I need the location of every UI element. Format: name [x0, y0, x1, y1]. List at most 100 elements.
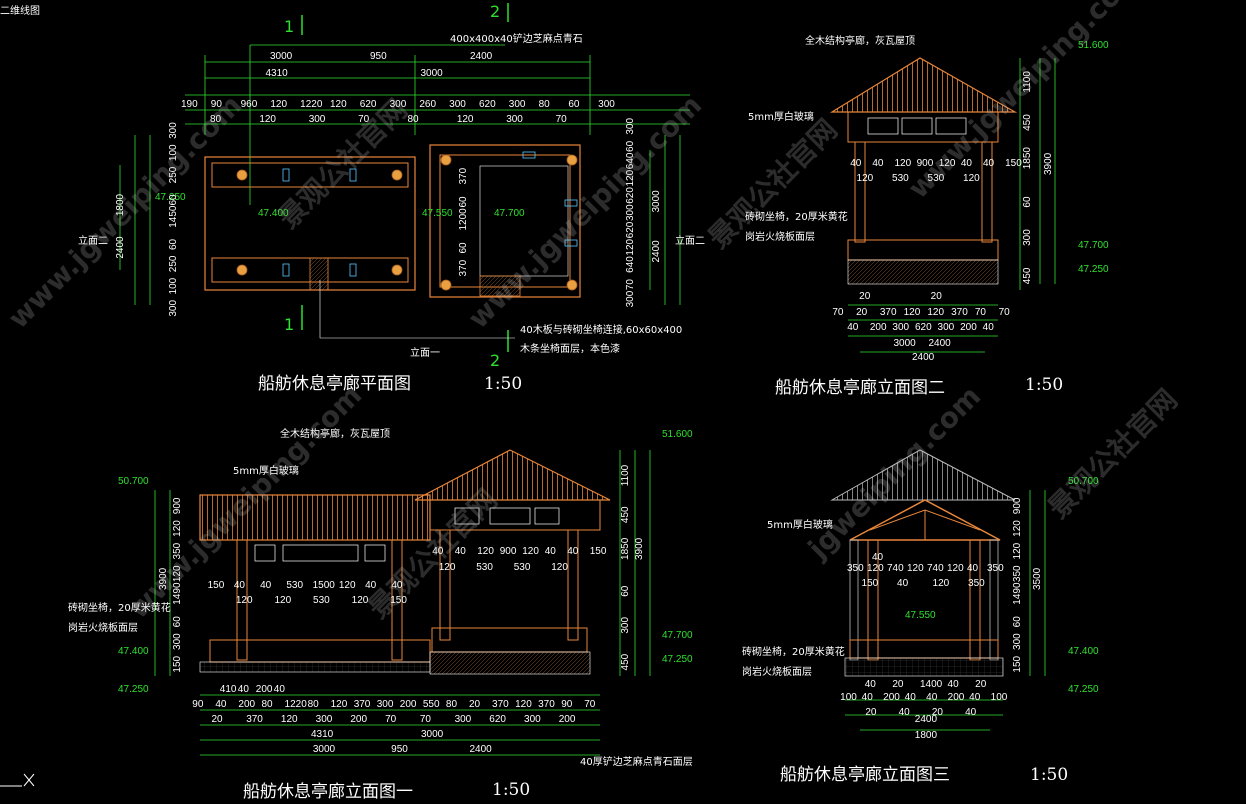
plan-dim-left: 100 [168, 277, 179, 294]
elev2-dim-h5: 200 [960, 322, 977, 333]
plan-dim-top3: 620 [479, 99, 496, 110]
elev3-dim-h4: 20 [892, 679, 904, 690]
elev1-dim-b3: 200 [559, 714, 576, 725]
plan-note-bench: 40木板与砖砌坐椅连接,60x60x400 [520, 323, 682, 336]
elev2-note-bench-2: 岗岩火烧板面层 [745, 230, 815, 243]
elev3-dim-h6: 40 [899, 707, 911, 718]
elev1-dim-b2: 550 [423, 699, 440, 710]
plan-dim-top3: 120 [330, 99, 347, 110]
column [566, 154, 578, 166]
plan-dim-top1: 3000 [270, 51, 293, 62]
elev1-dim-lv: 300 [172, 633, 183, 650]
elev1-level-l2: 47.250 [118, 684, 149, 695]
plan-dim-left: 60 [168, 194, 179, 206]
plan-note-stone: 400x400x40铲边芝麻点青石 [450, 32, 583, 45]
elev2-dim-h4: 120 [904, 307, 921, 318]
plan-dim-left: 300 [168, 122, 179, 139]
elev2-dim-h1: 40 [872, 158, 884, 169]
elev1-dim-b3: 20 [211, 714, 223, 725]
elev1-dim-lv: 900 [172, 497, 183, 514]
column [236, 169, 248, 181]
elev1-dim-b3: 370 [246, 714, 263, 725]
plan-bench-north [211, 162, 409, 188]
column [566, 279, 578, 291]
elev3-dim-h2: 740 [927, 563, 944, 574]
plan-dim-inner: 1200 [458, 208, 469, 231]
elev1-dim-b3: 300 [455, 714, 472, 725]
elev1-dim-mid2: 150 [390, 595, 407, 606]
elev1-dim-lv: 120 [172, 565, 183, 582]
elev3-note-bench: 砖砌坐椅，20厚米黄花 [742, 645, 845, 658]
elev1-dim-top: 40 [432, 546, 444, 557]
elev1-note-glass: 5mm厚白玻璃 [233, 464, 299, 477]
elev3-level-top: 50.700 [1068, 476, 1099, 487]
plan-pavilion-outline [429, 144, 581, 298]
elev1-title: 船舫休息亭廊立面图一 [243, 782, 413, 802]
plan-dim-right2: 2400 [651, 240, 662, 263]
column [236, 264, 248, 276]
plan-dim-left: 250 [168, 166, 179, 183]
elev3-dim-h2: 40 [967, 563, 979, 574]
elev3-dim-h5: 200 [883, 692, 900, 703]
elev3-dim-v: 120 [1012, 542, 1023, 559]
plan-dim-inner: 370 [458, 259, 469, 276]
elev2-bench [847, 239, 999, 261]
elev3-base [844, 657, 1004, 677]
elev1-dim-mid: 40 [260, 580, 272, 591]
elev3-level-r2: 47.250 [1068, 684, 1099, 695]
elev2-dim-h1: 40 [961, 158, 973, 169]
elev1-dim-top: 40 [455, 546, 467, 557]
elev1-pavilion-base [429, 651, 591, 675]
plan-dim-top4: 80 [210, 114, 222, 125]
elev3-dim-h4: 1400 [920, 679, 943, 690]
plan-dim-top3: 300 [509, 99, 526, 110]
elev3-dim-h7: 2400 [915, 714, 938, 725]
plan-dim-top4: 70 [556, 114, 568, 125]
plan-dim-left: 100 [168, 144, 179, 161]
plan-dim-top3: 260 [419, 99, 436, 110]
elev2-note-bench: 砖砌坐椅，20厚米黄花 [745, 210, 848, 223]
elev1-note-bench-2: 岗岩火烧板面层 [68, 621, 138, 634]
plan-dim-right: 640 [625, 152, 636, 169]
elev1-dim-top: 900 [500, 546, 517, 557]
elev3-dim-v: 120 [1012, 520, 1023, 537]
elev1-dim-rv: 1100 [620, 464, 631, 486]
plan-axis-2-top: 2 [490, 2, 500, 21]
plan-level-c: 47.700 [494, 208, 525, 219]
elev1-dim-mid2: 120 [274, 595, 291, 606]
elev3-dim-h2: 120 [867, 563, 884, 574]
plan-dim-right: 640 [625, 256, 636, 273]
elev3-dim-v: 60 [1012, 616, 1023, 628]
elev1-level-mid: 47.700 [662, 630, 693, 641]
plan-axis-1-top: 1 [284, 17, 294, 36]
elev1-dim-b2: 200 [238, 699, 255, 710]
elev3-dim-h2: 120 [947, 563, 964, 574]
elev1-dim-lv: 1490 [172, 582, 183, 605]
elev1-dim-b3: 70 [420, 714, 432, 725]
elev2-dim-h6: 3000 [894, 338, 917, 349]
elev2-dim-h4: 70 [975, 307, 987, 318]
elev2-dim-h2: 120 [963, 173, 980, 184]
column [440, 279, 452, 291]
elev2-beam [847, 111, 999, 143]
elev1-level-r: 47.250 [662, 654, 693, 665]
plan-dim-top1: 950 [370, 51, 387, 62]
elev2-dim-h4: 370 [880, 307, 897, 318]
watermark-text: 景观公社官网 [1042, 383, 1184, 525]
elev2-dim-h4: 120 [927, 307, 944, 318]
elev3-dim-h3: 150 [862, 578, 879, 589]
elev3-level-r1: 47.400 [1068, 646, 1099, 657]
plan-dim-inner: 60 [458, 242, 469, 254]
elev2-level-top: 51.600 [1078, 40, 1109, 51]
elev2-dim-h4: 70 [999, 307, 1011, 318]
elev2-dim-lines [848, 58, 1056, 353]
elev2-dim-v: 1850 [1022, 147, 1033, 170]
column [391, 264, 403, 276]
elev2-dim-total: 3900 [1043, 152, 1054, 175]
plan-dim-right2: 3000 [651, 190, 662, 213]
elev3-dim-h4: 20 [975, 679, 987, 690]
elev1-dim-mid2: 530 [313, 595, 330, 606]
elev2-dim-total-h: 2400 [912, 352, 935, 363]
